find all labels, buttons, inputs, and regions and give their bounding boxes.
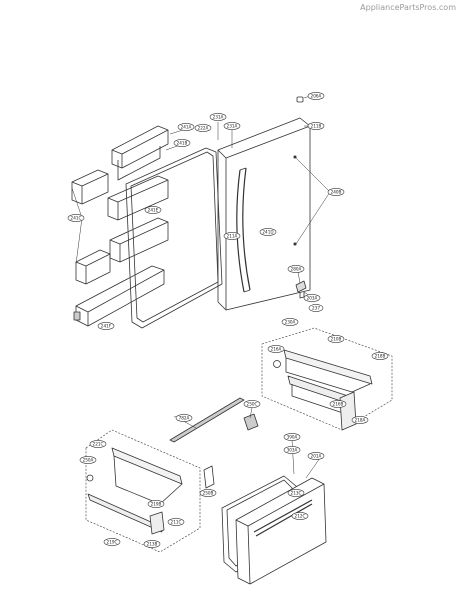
- part-label: 241B: [177, 141, 188, 146]
- part-label: 213B: [147, 542, 158, 547]
- part-label: 250B: [203, 491, 214, 496]
- part-label: 241A: [181, 125, 192, 130]
- door-bin-b: [107, 175, 169, 221]
- part-label: 212C: [295, 514, 306, 519]
- door-bin-d: [75, 249, 111, 285]
- part-label: 241E: [148, 208, 159, 213]
- callout-labels: 206A 231A 222A 231A 241A 211B 241B 241E …: [71, 94, 386, 547]
- freezer-rail-assembly-left: [85, 429, 201, 553]
- part-label: 219B: [151, 502, 162, 507]
- part-label: 210B: [331, 337, 342, 342]
- part-label: 303A: [287, 448, 298, 453]
- part-label: 231A: [227, 124, 238, 129]
- part-label: 221C: [93, 442, 104, 447]
- part-label: 280A: [291, 267, 302, 272]
- handle-bracket: [203, 465, 215, 489]
- part-label: 241C: [71, 216, 82, 221]
- part-label: 206A: [311, 94, 322, 99]
- part-label: 237: [312, 306, 320, 311]
- part-label: 390A: [287, 435, 298, 440]
- door-bin-top: [111, 125, 169, 181]
- part-label: 211A: [227, 234, 238, 239]
- part-label: 216B: [333, 402, 344, 407]
- watermark: AppliancePartsPros.com: [360, 3, 456, 12]
- part-label: 211B: [311, 124, 322, 129]
- part-label: 213C: [291, 491, 302, 496]
- part-label: 241D: [262, 230, 273, 235]
- door-bin-a: [71, 169, 109, 205]
- lower-door-panel: [235, 477, 327, 585]
- rail-bar: [169, 397, 245, 443]
- part-label: 231A: [213, 115, 224, 120]
- door-bin-bottom: [73, 265, 165, 327]
- door-hinge-lower: [295, 280, 307, 299]
- part-label: 250A: [83, 458, 94, 463]
- part-label: 216A: [271, 347, 282, 352]
- door-bin-c: [109, 217, 169, 263]
- part-label: 241F: [101, 324, 112, 329]
- part-label: 211C: [171, 520, 182, 525]
- part-label: 218A: [355, 418, 366, 423]
- part-label: 782A: [179, 416, 190, 421]
- callout-ovals: [67, 92, 389, 548]
- part-label: 218B: [375, 354, 386, 359]
- center-guide-piece: [243, 413, 259, 431]
- upper-door-panel: [217, 117, 311, 311]
- upper-door-gasket: [125, 147, 223, 329]
- part-label: 250C: [247, 402, 258, 407]
- part-label: 201A: [311, 454, 322, 459]
- door-hinge-cap: [296, 96, 304, 103]
- freezer-rail-assembly-right: [261, 327, 393, 431]
- part-label: 219C: [107, 540, 118, 545]
- part-label: 240B: [331, 190, 342, 195]
- part-label: 222A: [198, 126, 209, 131]
- part-label: 230A: [285, 320, 296, 325]
- part-label: 203A: [307, 296, 318, 301]
